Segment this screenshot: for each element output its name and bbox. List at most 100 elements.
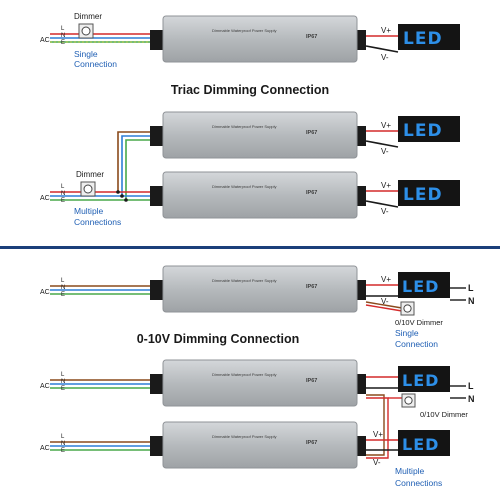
psu-body [162, 171, 358, 219]
dimmer-knob-icon [83, 184, 93, 194]
led-module-2: LED [398, 116, 460, 142]
riser-e [125, 139, 150, 200]
multi-label-1: Multiple [74, 206, 104, 216]
multi-label-1: Multiple [395, 466, 425, 476]
lne-l: L [61, 434, 65, 440]
lne-e: E [61, 40, 65, 46]
lne-l: L [61, 184, 65, 190]
psu-brand: Dimmable Waterproof Power Supply [212, 278, 277, 283]
vminus-label: V- [373, 458, 381, 467]
psu-cable-gland-left [150, 374, 166, 394]
out-n-label: N [468, 296, 475, 306]
out-n-label: N [468, 394, 475, 404]
riser-l [117, 131, 150, 192]
multi-label-2: Connections [395, 478, 442, 488]
psu-4: Dimmable Waterproof Power Supply IP67 [150, 265, 366, 313]
led-module-6: LED [398, 430, 450, 456]
dimmer-label: 0/10V Dimmer [420, 410, 468, 419]
junction-dot [116, 190, 120, 194]
led-module-5: LED [398, 366, 450, 392]
wire-vminus [365, 140, 399, 148]
junction-dot [120, 194, 124, 198]
vplus-label: V+ [373, 430, 383, 439]
led-panel [398, 116, 460, 142]
led-label: LED [403, 121, 443, 141]
led-module-3: LED [398, 180, 460, 206]
riser-n [121, 135, 150, 196]
psu-5: Dimmable Waterproof Power Supply IP67 [150, 359, 366, 407]
psu-rating: IP67 [306, 34, 317, 40]
psu-brand: Dimmable Waterproof Power Supply [212, 372, 277, 377]
psu-rating: IP67 [306, 284, 317, 290]
dim-bus-minus [366, 397, 389, 459]
single-label-2: Connection [395, 339, 438, 349]
out-l-label: L [468, 381, 474, 391]
psu-brand: Dimmable Waterproof Power Supply [212, 124, 277, 129]
dimmer-label: Dimmer [76, 170, 104, 179]
vminus-label: V- [381, 297, 389, 306]
v010-multiple-group: AC L N E AC L N E Dimmable Waterproof Po… [40, 359, 475, 488]
psu-brand: Dimmable Waterproof Power Supply [212, 184, 277, 189]
led-panel [398, 430, 450, 456]
wire-vminus [365, 45, 399, 53]
wire-vminus [365, 200, 399, 208]
section-divider [0, 246, 500, 249]
lne-n: N [61, 191, 65, 197]
vminus-label: V- [381, 147, 389, 156]
led-panel [398, 272, 450, 298]
psu-cable-gland-left [150, 126, 166, 146]
vplus-label: V+ [381, 181, 391, 190]
dimmer-knob-icon [403, 304, 412, 313]
dimmer-knob-icon [404, 396, 413, 405]
ac-label: AC [40, 289, 50, 296]
ac-label: AC [40, 37, 50, 44]
lne-l: L [61, 372, 65, 378]
vminus-label: V- [381, 207, 389, 216]
dimmer-label: Dimmer [74, 12, 102, 21]
section1-title: Triac Dimming Connection [171, 83, 329, 97]
lne-n: N [61, 379, 65, 385]
psu-2: Dimmable Waterproof Power Supply IP67 [150, 111, 366, 159]
led-module-4: LED [398, 272, 450, 298]
section2-title: 0-10V Dimming Connection [137, 332, 300, 346]
led-panel [398, 180, 460, 206]
lne-n: N [61, 285, 65, 291]
lne-e: E [61, 198, 65, 204]
psu-6: Dimmable Waterproof Power Supply IP67 [150, 421, 366, 469]
wire-dim-plus [365, 301, 403, 309]
lne-n: N [61, 441, 65, 447]
psu-cable-gland-left [150, 436, 166, 456]
lne-e: E [61, 292, 65, 298]
v010-single-group: AC L N E Dimmable Waterproof Power Suppl… [40, 265, 475, 349]
psu-body [162, 359, 358, 407]
ac-label: AC [40, 383, 50, 390]
dimmer-knob-icon [81, 26, 91, 36]
lne-e: E [61, 448, 65, 454]
psu-brand: Dimmable Waterproof Power Supply [212, 28, 277, 33]
wire-dim-minus [365, 304, 403, 312]
triac-single-group: Dimmer AC L N E Single Connection Dimmab… [40, 12, 460, 69]
psu-cable-gland-left [150, 30, 166, 50]
single-label-2: Connection [74, 59, 117, 69]
ac-label: AC [40, 445, 50, 452]
junction-dot [124, 198, 128, 202]
led-panel [398, 24, 460, 50]
psu-brand: Dimmable Waterproof Power Supply [212, 434, 277, 439]
ac-label: AC [40, 195, 50, 202]
lne-l: L [61, 26, 65, 32]
vminus-label: V- [381, 53, 389, 62]
dimmer-label: 0/10V Dimmer [395, 318, 443, 327]
psu-body [162, 265, 358, 313]
led-panel [398, 366, 450, 392]
out-l-label: L [468, 283, 474, 293]
lne-n: N [61, 33, 65, 39]
psu-rating: IP67 [306, 440, 317, 446]
psu-rating: IP67 [306, 130, 317, 136]
lne-l: L [61, 278, 65, 284]
multi-label-2: Connections [74, 217, 121, 227]
psu-body [162, 111, 358, 159]
psu-body [162, 15, 358, 63]
led-label: LED [403, 185, 443, 205]
